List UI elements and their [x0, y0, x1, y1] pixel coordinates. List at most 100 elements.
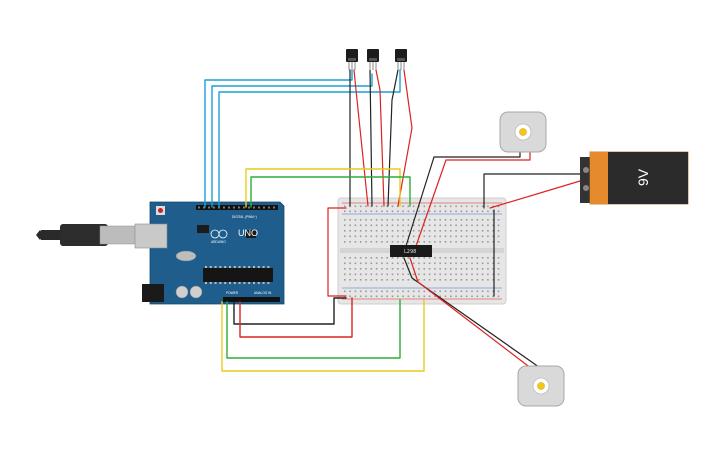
terminal-hole — [391, 224, 394, 227]
terminal-hole — [407, 224, 410, 227]
barrel-jack — [142, 284, 164, 302]
rail-hole — [487, 210, 489, 213]
rail-hole — [476, 205, 479, 208]
wire-green-bottom — [226, 299, 401, 359]
l298-label: L298 — [404, 249, 416, 255]
terminal-hole — [450, 279, 452, 281]
terminal-hole — [370, 262, 373, 265]
rail-hole — [407, 295, 410, 298]
rail-hole — [365, 205, 367, 208]
header-pin — [268, 206, 270, 209]
terminal-hole — [359, 235, 362, 238]
terminal-hole — [439, 268, 441, 270]
rail-hole — [375, 205, 378, 208]
arduino-logo-icon-right — [218, 229, 228, 239]
terminal-hole — [349, 241, 351, 243]
wires — [204, 69, 581, 373]
terminal-hole — [455, 257, 457, 259]
rail-hole — [444, 210, 447, 213]
rail-hole — [439, 205, 441, 208]
rail-hole — [402, 290, 404, 293]
terminal-hole — [365, 257, 367, 259]
rail-hole — [402, 295, 404, 298]
arduino-board — [149, 201, 285, 305]
terminal-hole — [349, 224, 351, 227]
rail-hole — [391, 205, 394, 208]
rail-hole — [418, 210, 420, 213]
terminal-hole — [391, 273, 394, 276]
terminal-hole — [402, 230, 404, 232]
terminal-hole — [439, 219, 441, 221]
terminal-hole — [465, 219, 468, 221]
rail-hole — [481, 295, 484, 298]
capacitor-2 — [189, 285, 203, 299]
terminal-hole — [370, 273, 373, 276]
terminal-hole — [439, 230, 441, 232]
terminal-hole — [497, 268, 500, 270]
motor-top-shaft-icon — [519, 128, 527, 136]
power-label: POWER — [226, 291, 239, 295]
rail-hole — [444, 290, 447, 293]
terminal-hole — [412, 241, 415, 243]
terminal-hole — [423, 262, 426, 265]
chip-pin — [214, 282, 217, 284]
rail-hole — [391, 295, 394, 298]
terminal-hole — [465, 268, 468, 270]
terminal-hole — [375, 230, 378, 232]
rail-hole — [386, 295, 388, 298]
rail-hole — [375, 290, 378, 293]
chip-pin — [243, 282, 246, 284]
crystal — [175, 250, 197, 262]
reset-button-cap[interactable] — [158, 208, 163, 213]
rail-hole — [439, 210, 441, 213]
terminal-hole — [497, 262, 500, 265]
terminal-hole — [497, 219, 500, 221]
terminal-hole — [359, 273, 362, 276]
terminal-hole — [365, 241, 367, 243]
rail-hole — [381, 205, 383, 208]
terminal-hole — [497, 241, 500, 243]
terminal-hole — [375, 279, 378, 281]
terminal-hole — [386, 262, 388, 265]
wire-blue-sensor-3 — [218, 69, 401, 208]
terminal-hole — [471, 273, 473, 276]
wire-red-rail-bridge — [327, 207, 347, 297]
rail-hole — [439, 295, 441, 298]
rail-hole — [423, 210, 426, 213]
chip-pin — [257, 266, 260, 268]
rail-hole — [487, 290, 489, 293]
battery-9v: 9V — [580, 151, 689, 205]
rail-hole — [476, 210, 479, 213]
terminal-hole — [365, 268, 367, 270]
header-pin — [223, 206, 225, 209]
terminal-hole — [444, 219, 447, 221]
terminal-hole — [471, 235, 473, 238]
usb-connector — [99, 225, 137, 245]
chip-pin — [224, 266, 227, 268]
rail-hole — [386, 210, 388, 213]
rail-hole — [365, 295, 367, 298]
terminal-hole — [487, 257, 489, 259]
terminal-hole — [455, 279, 457, 281]
rail-hole — [476, 290, 479, 293]
terminal-hole — [418, 241, 420, 243]
terminal-hole — [359, 230, 362, 232]
terminal-hole — [386, 279, 388, 281]
terminal-hole — [450, 273, 452, 276]
terminal-hole — [381, 219, 383, 221]
terminal-hole — [471, 268, 473, 270]
terminal-hole — [487, 268, 489, 270]
terminal-hole — [349, 268, 351, 270]
rail-hole — [412, 290, 415, 293]
rail-hole — [428, 295, 431, 298]
terminal-hole — [476, 219, 479, 221]
terminal-hole — [375, 241, 378, 243]
terminal-hole — [418, 262, 420, 265]
chip-pin — [233, 266, 236, 268]
terminal-hole — [439, 273, 441, 276]
terminal-hole — [481, 230, 484, 232]
terminal-hole — [450, 241, 452, 243]
rail-hole — [381, 210, 383, 213]
terminal-hole — [418, 268, 420, 270]
terminal-hole — [423, 273, 426, 276]
